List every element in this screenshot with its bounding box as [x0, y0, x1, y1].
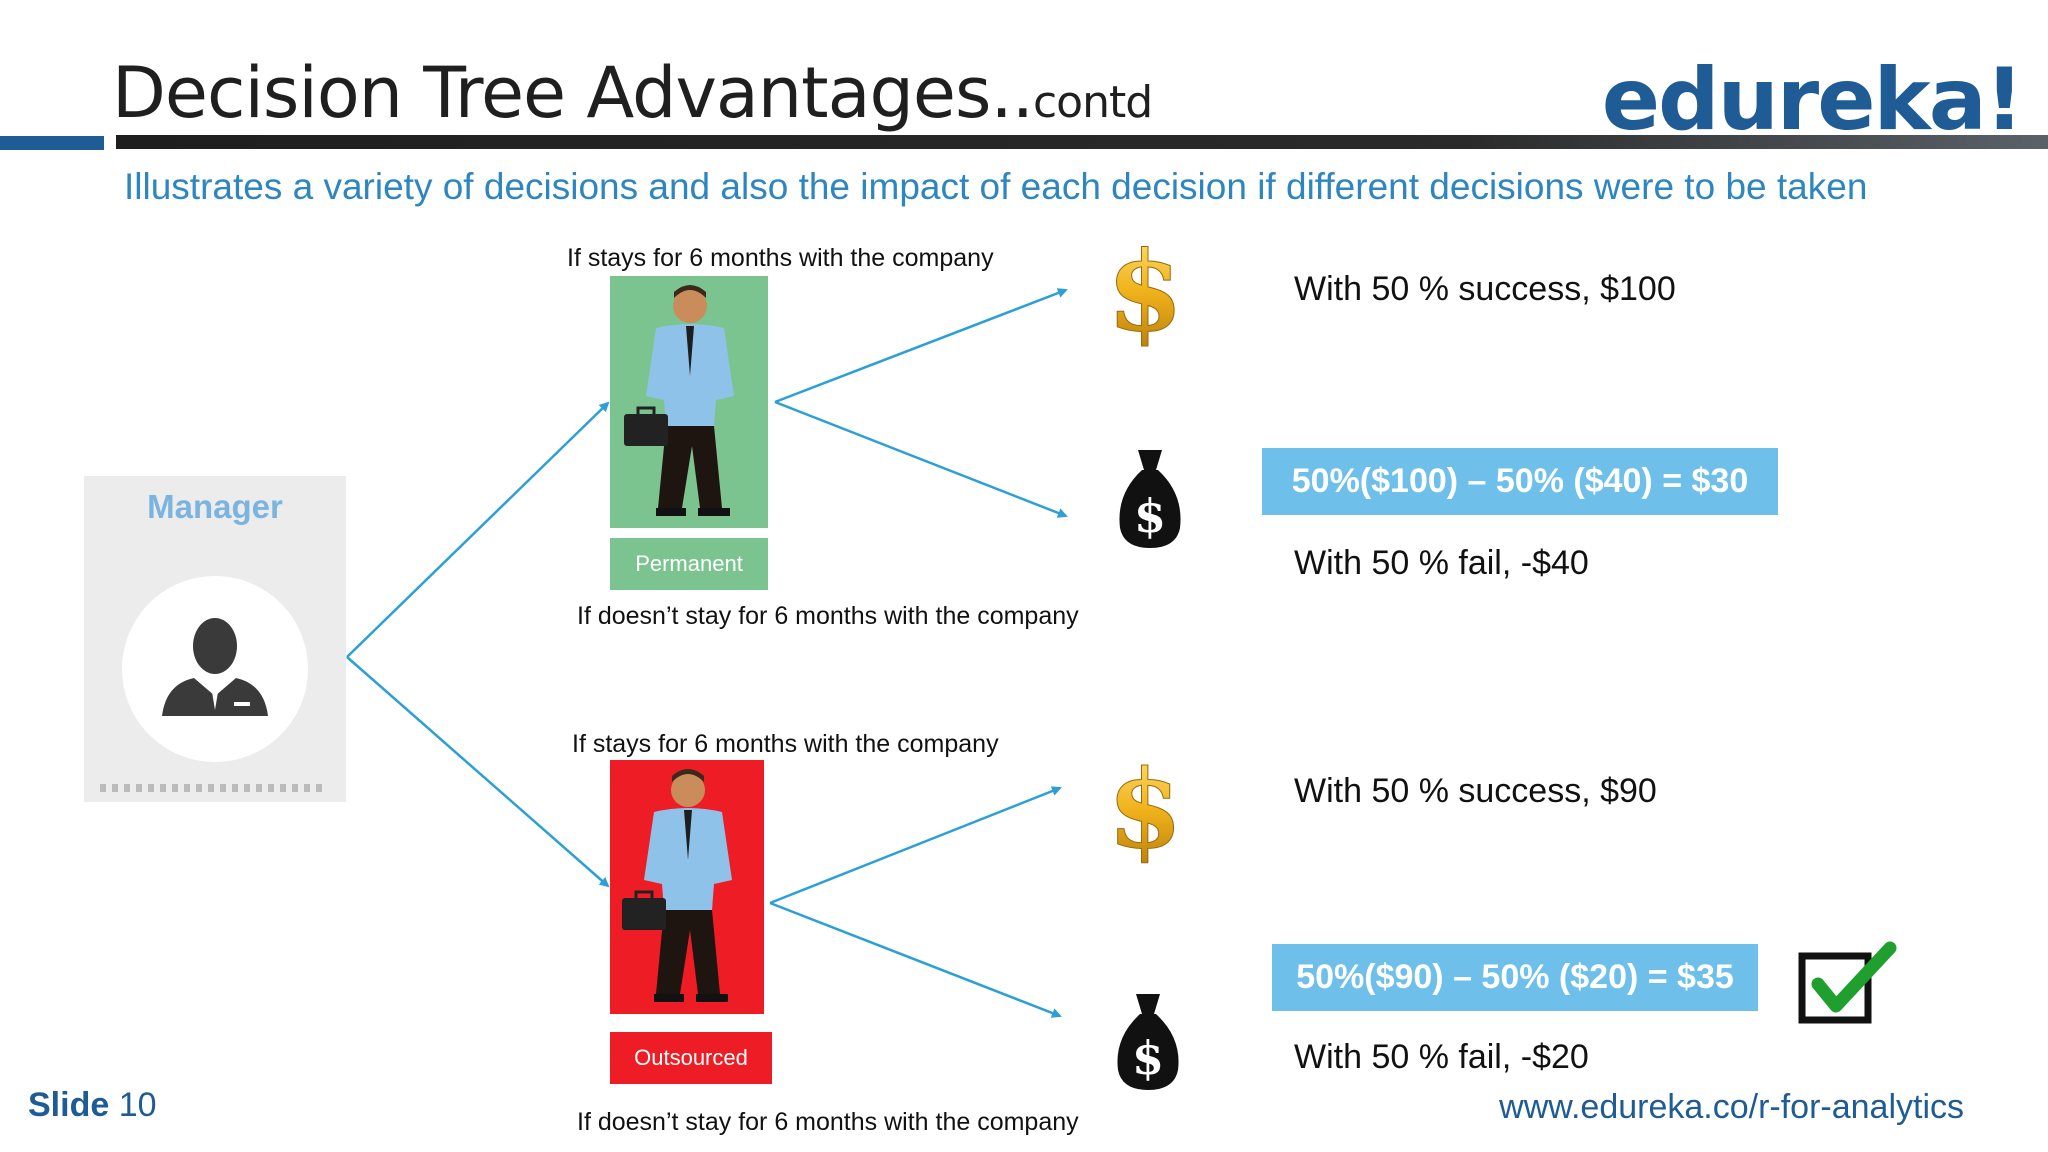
branch-1-leave-caption: If doesn’t stay for 6 months with the co…: [577, 602, 1079, 630]
outsourced-tag: Outsourced: [610, 1032, 772, 1084]
arrow-outsourced-success: [769, 786, 1062, 905]
subtitle: Illustrates a variety of decisions and a…: [124, 166, 1868, 207]
checkmark-icon: [1794, 940, 1898, 1032]
branch-1-success-text: With 50 % success, $100: [1294, 270, 1676, 308]
svg-text:$: $: [1132, 1031, 1164, 1085]
manager-card: Manager: [84, 476, 346, 802]
page-title: Decision Tree Advantages..contd: [112, 52, 1153, 134]
svg-text:$: $: [1134, 489, 1166, 543]
svg-text:$: $: [1107, 752, 1182, 870]
permanent-employee-figure: [610, 276, 768, 528]
arrow-permanent-fail: [774, 400, 1068, 518]
branch-2-leave-caption: If doesn’t stay for 6 months with the co…: [577, 1108, 1079, 1136]
branch-2-stay-caption: If stays for 6 months with the company: [572, 730, 999, 758]
title-suffix: contd: [1032, 77, 1153, 128]
businessman-icon: [624, 285, 734, 516]
header-accent-bar: [0, 136, 104, 150]
outsourced-employee-figure: [610, 760, 764, 1014]
slide-word: Slide: [28, 1086, 110, 1124]
gold-dollar-icon-1: $: [1100, 227, 1190, 357]
money-bag-icon-2: $: [1110, 988, 1186, 1094]
svg-text:$: $: [1107, 232, 1184, 354]
branch-2-fail-text: With 50 % fail, -$20: [1294, 1038, 1589, 1076]
branch-1-fail-text: With 50 % fail, -$40: [1294, 544, 1589, 582]
arrow-manager-outsourced: [346, 656, 610, 888]
arrow-outsourced-fail: [769, 901, 1062, 1018]
manager-avatar: [122, 576, 308, 762]
edureka-logo: edureka!: [1601, 50, 2024, 150]
branch-1-expected-value: 50%($100) – 50% ($40) = $30: [1262, 448, 1778, 515]
slide-number-value: 10: [118, 1086, 157, 1124]
card-footer-strip: [100, 784, 326, 792]
footer-url-link[interactable]: www.edureka.co/r-for-analytics: [1499, 1088, 1964, 1126]
arrow-manager-permanent: [346, 401, 610, 658]
title-main: Decision Tree Advantages..: [112, 52, 1034, 134]
branch-2-expected-value: 50%($90) – 50% ($20) = $35: [1272, 944, 1758, 1011]
businessman-icon: [622, 769, 732, 1002]
branch-1-stay-caption: If stays for 6 months with the company: [567, 244, 994, 272]
gold-dollar-icon-2: $: [1100, 747, 1190, 874]
permanent-tag: Permanent: [610, 538, 768, 590]
manager-label: Manager: [147, 488, 283, 525]
person-icon: [162, 618, 268, 716]
arrow-permanent-success: [774, 288, 1068, 404]
branch-2-success-text: With 50 % success, $90: [1294, 772, 1657, 810]
money-bag-icon-1: $: [1112, 444, 1188, 552]
slide-number: Slide 10: [28, 1086, 157, 1125]
header-divider: [116, 135, 2048, 149]
